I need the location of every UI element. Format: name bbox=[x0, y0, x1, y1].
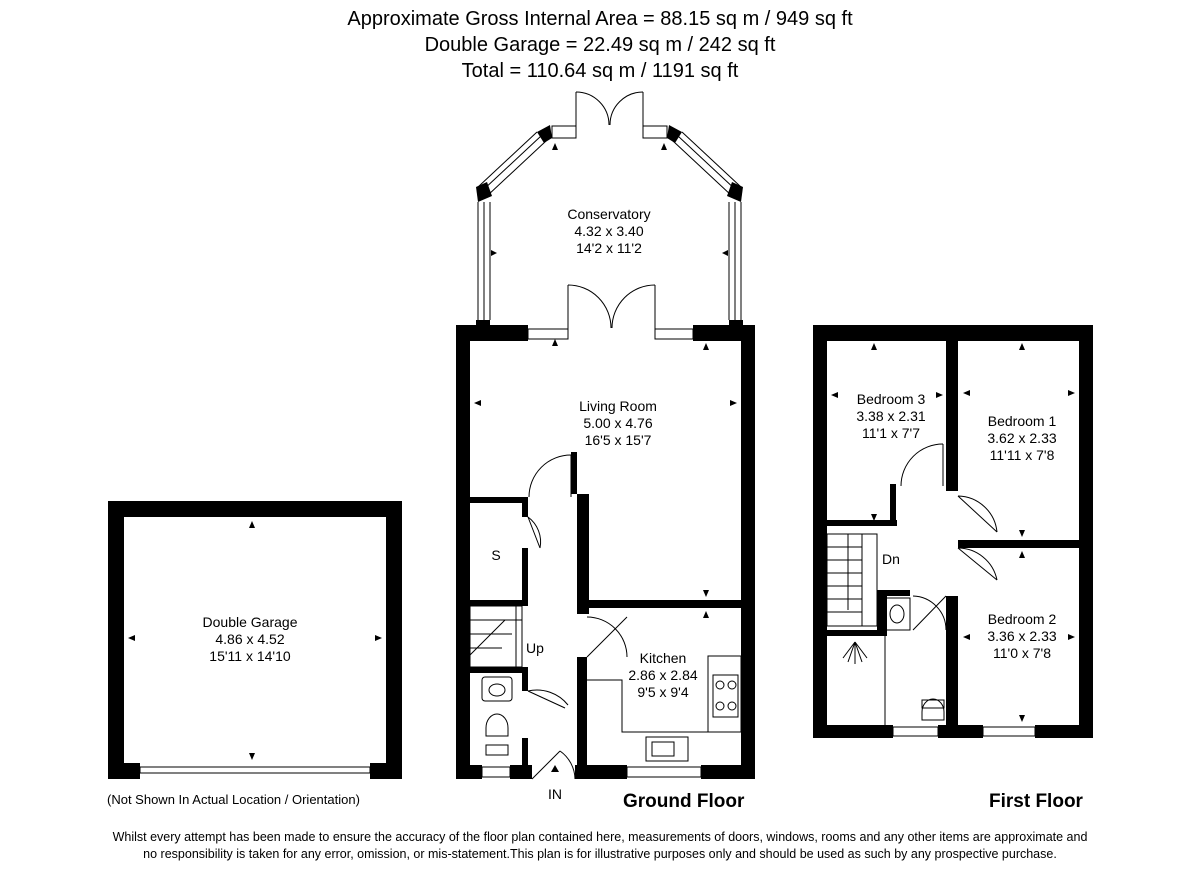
room-name: Bedroom 1 bbox=[987, 413, 1057, 429]
room-label-bedroom-2: Bedroom 2 3.36 x 2.33 11'0 x 7'8 bbox=[987, 611, 1056, 662]
room-size-imperial: 11'11 x 7'8 bbox=[989, 447, 1055, 463]
room-size-metric: 3.62 x 2.33 bbox=[987, 430, 1057, 446]
storage-label: S bbox=[491, 547, 501, 563]
room-size-metric: 4.86 x 4.52 bbox=[215, 631, 285, 647]
room-size-imperial: 14'2 x 11'2 bbox=[576, 240, 642, 256]
disclaimer-line-2: no responsibility is taken for any error… bbox=[143, 847, 1057, 861]
garage-area: Double Garage = 22.49 sq m / 242 sq ft bbox=[424, 34, 776, 56]
room-size-metric: 3.36 x 2.33 bbox=[987, 628, 1057, 644]
fittings bbox=[139, 91, 1061, 780]
room-size-imperial: 11'1 x 7'7 bbox=[861, 425, 921, 441]
walls bbox=[108, 125, 1093, 779]
room-label-bedroom-1: Bedroom 1 3.62 x 2.33 11'11 x 7'8 bbox=[987, 413, 1056, 464]
room-label-garage: Double Garage 4.86 x 4.52 15'11 x 14'10 bbox=[203, 614, 298, 665]
area-summary: Approximate Gross Internal Area = 88.15 … bbox=[0, 6, 1200, 84]
stairs-down-label: Dn bbox=[882, 551, 900, 567]
disclaimer-line-1: Whilst every attempt has been made to en… bbox=[112, 830, 1088, 844]
ground-floor-walls bbox=[456, 325, 755, 779]
room-label-living-room: Living Room 5.00 x 4.76 16'5 x 15'7 bbox=[579, 398, 657, 449]
room-name: Bedroom 3 bbox=[856, 391, 926, 407]
disclaimer: Whilst every attempt has been made to en… bbox=[0, 829, 1200, 863]
room-label-conservatory: Conservatory 4.32 x 3.40 14'2 x 11'2 bbox=[567, 206, 650, 257]
garage-walls bbox=[108, 501, 402, 779]
room-label-kitchen: Kitchen 2.86 x 2.84 9'5 x 9'4 bbox=[628, 650, 697, 701]
room-size-metric: 3.38 x 2.31 bbox=[856, 408, 926, 424]
room-name: Conservatory bbox=[567, 206, 651, 222]
room-size-metric: 2.86 x 2.84 bbox=[628, 667, 698, 683]
room-size-imperial: 16'5 x 15'7 bbox=[584, 432, 652, 448]
room-size-metric: 5.00 x 4.76 bbox=[583, 415, 653, 431]
room-size-imperial: 11'0 x 7'8 bbox=[992, 645, 1052, 661]
first-floor-title: First Floor bbox=[989, 791, 1083, 812]
ground-floor-title: Ground Floor bbox=[623, 791, 745, 812]
dimension-arrows bbox=[128, 143, 1075, 772]
room-size-imperial: 15'11 x 14'10 bbox=[209, 648, 291, 664]
room-name: Living Room bbox=[579, 398, 657, 414]
total-area: Total = 110.64 sq m / 1191 sq ft bbox=[461, 60, 739, 82]
room-name: Bedroom 2 bbox=[987, 611, 1057, 627]
room-label-bedroom-3: Bedroom 3 3.38 x 2.31 11'1 x 7'7 bbox=[856, 391, 925, 442]
room-size-metric: 4.32 x 3.40 bbox=[574, 223, 644, 239]
first-floor-walls bbox=[813, 325, 1093, 738]
entrance-label: IN bbox=[548, 786, 562, 802]
shower-spray bbox=[842, 641, 868, 664]
room-size-imperial: 9'5 x 9'4 bbox=[637, 684, 689, 700]
room-name: Double Garage bbox=[202, 614, 298, 630]
garage-location-note: (Not Shown In Actual Location / Orientat… bbox=[107, 792, 360, 807]
gross-internal-area: Approximate Gross Internal Area = 88.15 … bbox=[347, 8, 853, 30]
room-name: Kitchen bbox=[639, 650, 687, 666]
stairs-up-label: Up bbox=[526, 640, 544, 656]
conservatory-posts bbox=[476, 125, 743, 330]
